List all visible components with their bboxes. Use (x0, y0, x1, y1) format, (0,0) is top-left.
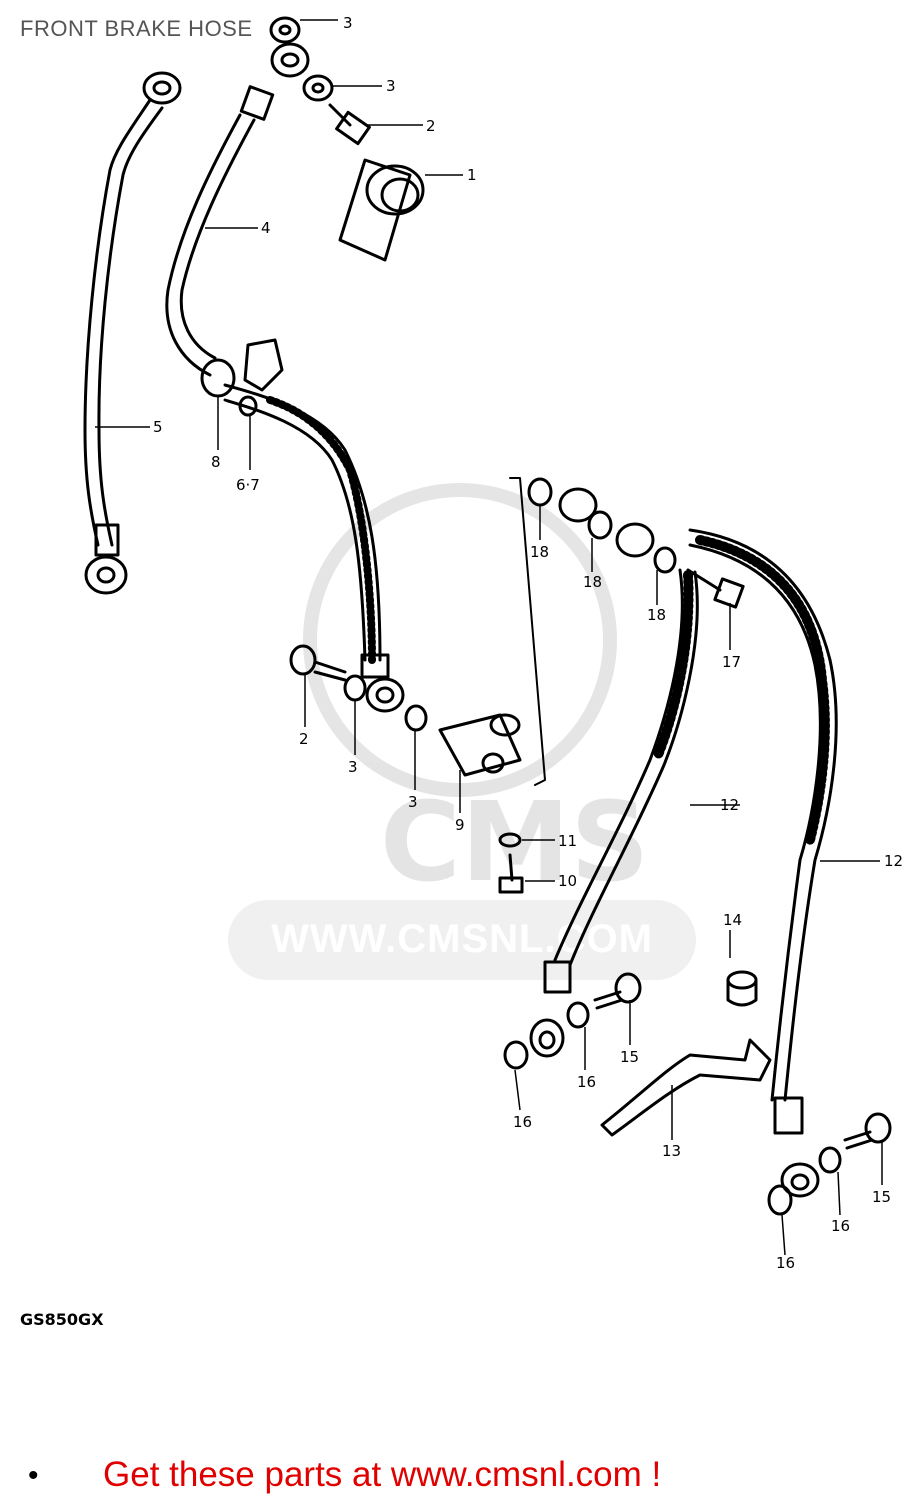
callout-8: 8 (211, 453, 221, 471)
callout-4: 4 (261, 219, 271, 237)
callout-5: 5 (153, 418, 163, 436)
callout-18: 18 (647, 606, 666, 624)
hose-12-right (688, 528, 838, 1198)
cta-bar: • Get these parts at www.cmsnl.com ! (0, 1455, 920, 1495)
callout-11: 11 (558, 832, 577, 850)
callout-10: 10 (558, 872, 577, 890)
washer-18a (527, 477, 553, 507)
callout-15: 15 (872, 1188, 891, 1206)
callout-17: 17 (722, 653, 741, 671)
callout-16: 16 (513, 1113, 532, 1131)
callout-12: 12 (720, 796, 739, 814)
hose-5 (83, 71, 182, 595)
cta-link[interactable]: Get these parts at www.cmsnl.com ! (103, 1455, 662, 1494)
washer-3a (269, 16, 301, 44)
washer-11 (498, 832, 522, 848)
washer-16b (566, 1001, 590, 1029)
callout-6-7: 6·7 (236, 476, 260, 494)
callout-3: 3 (348, 758, 358, 776)
callout-3: 3 (408, 793, 418, 811)
callout-9: 9 (455, 816, 465, 834)
leader-lines (95, 19, 883, 1256)
callout-3: 3 (343, 14, 353, 32)
washer-18b (587, 510, 613, 540)
callout-15: 15 (620, 1048, 639, 1066)
bolt-15a (593, 972, 642, 1010)
callout-16: 16 (577, 1073, 596, 1091)
callout-12: 12 (884, 852, 903, 870)
callout-16: 16 (831, 1217, 850, 1235)
grommet-8 (200, 358, 236, 398)
joint-9 (438, 713, 522, 777)
bolt-2-top (328, 103, 371, 146)
plug-14 (726, 970, 758, 1007)
bolt-10 (498, 853, 524, 894)
callout-18: 18 (530, 543, 549, 561)
model-label: GS850GX (20, 1310, 104, 1329)
callout-1: 1 (467, 166, 477, 184)
callout-14: 14 (723, 911, 742, 929)
bolt-17 (686, 568, 745, 609)
hose-middle (223, 383, 405, 713)
washer-16c (767, 1184, 793, 1216)
callout-2: 2 (426, 117, 436, 135)
fitting-1 (338, 158, 425, 262)
cta-bullet: • (28, 1459, 39, 1492)
bracket-6-7 (243, 338, 284, 392)
diagram-title: FRONT BRAKE HOSE (20, 16, 253, 41)
hose-12-left (529, 568, 699, 1058)
washer-16a (503, 1040, 529, 1070)
washer-18c (653, 546, 677, 574)
callout-18: 18 (583, 573, 602, 591)
callout-3: 3 (386, 77, 396, 95)
bolt-2-mid (289, 644, 347, 682)
washer-3b (302, 74, 334, 102)
watermark-banner: WWW.CMSNL.COM (228, 900, 696, 980)
callout-16: 16 (776, 1254, 795, 1272)
washer-3d (404, 704, 428, 732)
bolt-15b (843, 1112, 892, 1150)
washer-16d (818, 1146, 842, 1174)
hose-4 (165, 42, 310, 377)
callout-13: 13 (662, 1142, 681, 1160)
bracket-13 (600, 1038, 772, 1137)
washer-3c (343, 674, 367, 702)
watermark-logo-text: CMS (380, 778, 649, 906)
callout-2: 2 (299, 730, 309, 748)
